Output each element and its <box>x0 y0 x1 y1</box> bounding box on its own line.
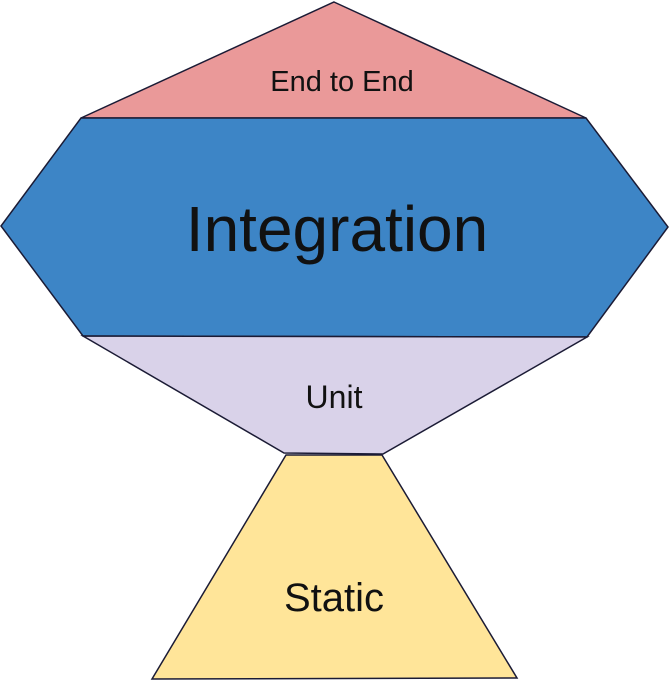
integration-label: Integration <box>186 193 488 265</box>
end-to-end-shape <box>80 1 587 119</box>
static-label: Static <box>284 576 384 620</box>
unit-shape <box>80 335 590 455</box>
static-shape <box>150 454 519 680</box>
end-to-end-label: End to End <box>270 66 414 98</box>
unit-label: Unit <box>306 379 363 415</box>
